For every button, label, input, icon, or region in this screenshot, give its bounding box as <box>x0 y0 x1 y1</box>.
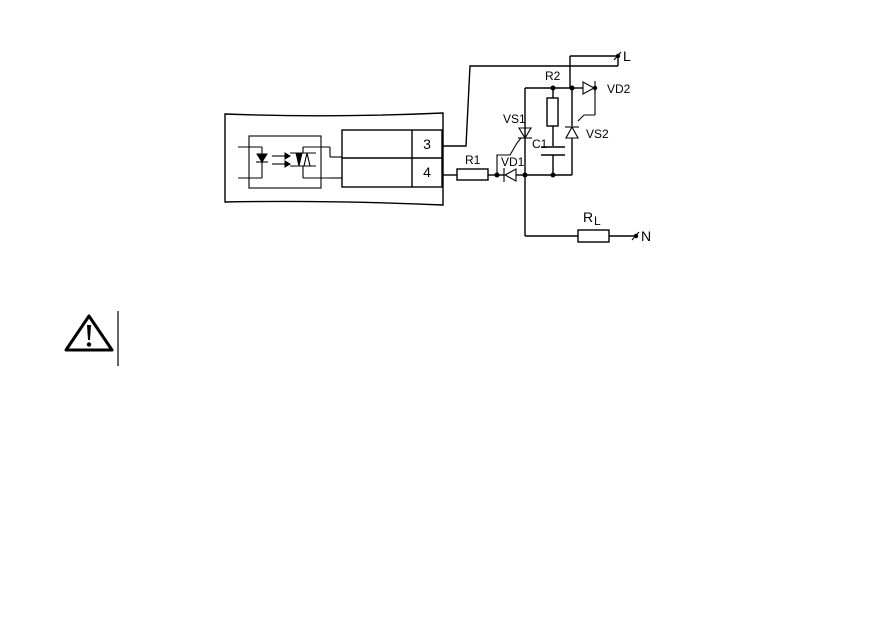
c1-label: C1 <box>532 137 548 151</box>
gate-wire-vs1 <box>496 137 522 175</box>
thyristor-vs1: VS1 <box>503 112 532 140</box>
optocoupler <box>238 135 342 189</box>
line-l-terminal: L <box>569 48 631 88</box>
capacitor-c1: C1 <box>532 137 565 175</box>
warning-note <box>64 311 119 366</box>
diode-vd2: VD2 <box>572 81 631 115</box>
bottom-bus <box>525 172 572 178</box>
terminal-3-label: 3 <box>423 136 431 152</box>
vs2-label: VS2 <box>586 127 609 141</box>
rl-subscript: L <box>594 214 601 228</box>
rl-label: R <box>583 209 593 225</box>
vd1-label: VD1 <box>501 155 525 169</box>
r1-label: R1 <box>465 153 481 167</box>
load-branch: R L N <box>525 209 651 244</box>
warning-triangle-icon <box>64 314 114 352</box>
device-housing <box>224 112 444 206</box>
light-arrows-icon <box>272 152 291 168</box>
resistor-rl: R L <box>577 209 610 243</box>
vd2-label: VD2 <box>607 82 631 96</box>
wire-terminal-3 <box>442 65 618 147</box>
diode-vd1: VD1 <box>501 155 526 182</box>
line-l-label: L <box>623 48 631 64</box>
r2-label: R2 <box>545 69 561 83</box>
thyristor-vs2: VS2 <box>565 114 609 141</box>
terminal-block: 3 4 <box>341 129 443 188</box>
photo-triac-icon <box>290 146 330 179</box>
vs1-label: VS1 <box>503 112 526 126</box>
led-icon <box>256 153 268 163</box>
left-rail <box>524 87 570 236</box>
resistor-r1: R1 <box>456 153 489 181</box>
resistor-r2: R2 <box>545 69 561 146</box>
terminal-4-label: 4 <box>423 164 431 180</box>
wire-terminal-4: R1 <box>442 153 504 181</box>
line-n-label: N <box>641 228 651 244</box>
